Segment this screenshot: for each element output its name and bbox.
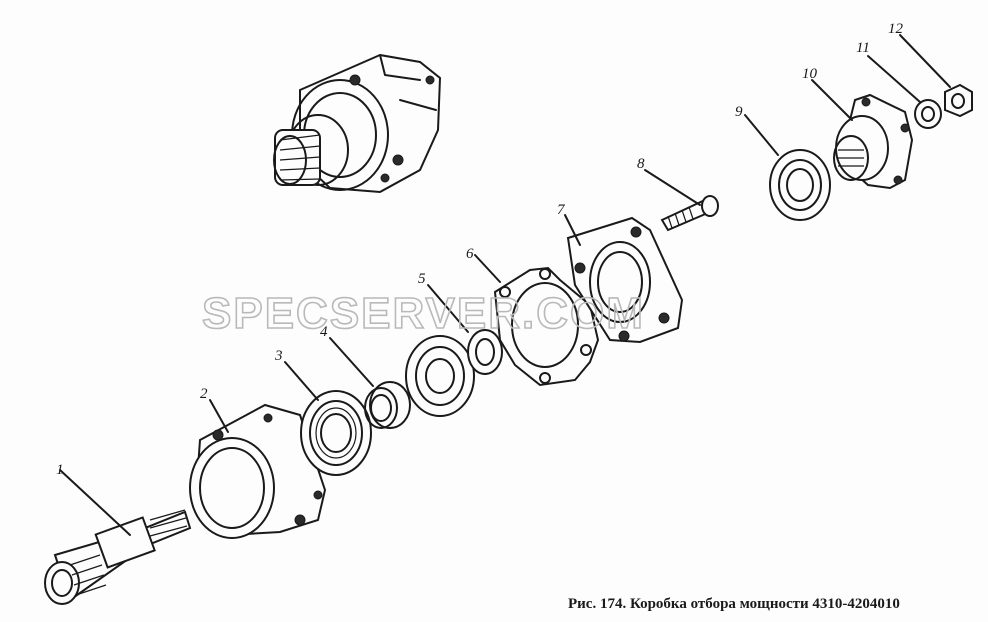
callout-3: 3 (274, 348, 283, 364)
callout-11: 11 (856, 40, 870, 56)
watermark: SPECSERVER.COM (202, 289, 645, 338)
callout-4: 4 (320, 324, 328, 340)
callout-6: 6 (466, 246, 474, 262)
part-11-washer (867, 55, 942, 129)
part-2-housing (189, 399, 327, 539)
part-9-bearing (744, 114, 831, 221)
callout-8: 8 (637, 156, 645, 172)
part-7-flange (564, 214, 684, 344)
callout-7: 7 (557, 202, 566, 218)
figure-caption: Рис. 174. Коробка отбора мощности 4310-4… (568, 596, 900, 612)
part-4-bushing (329, 337, 411, 429)
callout-5: 5 (418, 271, 426, 287)
part-8-bolt (644, 169, 719, 232)
part-12-nut (899, 34, 973, 118)
part-10-coupling-flange (811, 79, 914, 190)
callout-9: 9 (735, 104, 743, 120)
part-1-shaft (44, 469, 192, 605)
callout-12: 12 (888, 21, 904, 37)
callout-2: 2 (200, 386, 208, 402)
part-5-bearing-ring (405, 284, 503, 417)
part-3-bearing (284, 361, 372, 476)
callout-10: 10 (802, 66, 818, 82)
part-6-gasket (474, 254, 600, 387)
assembled-unit (273, 53, 442, 194)
callout-1: 1 (56, 462, 64, 478)
